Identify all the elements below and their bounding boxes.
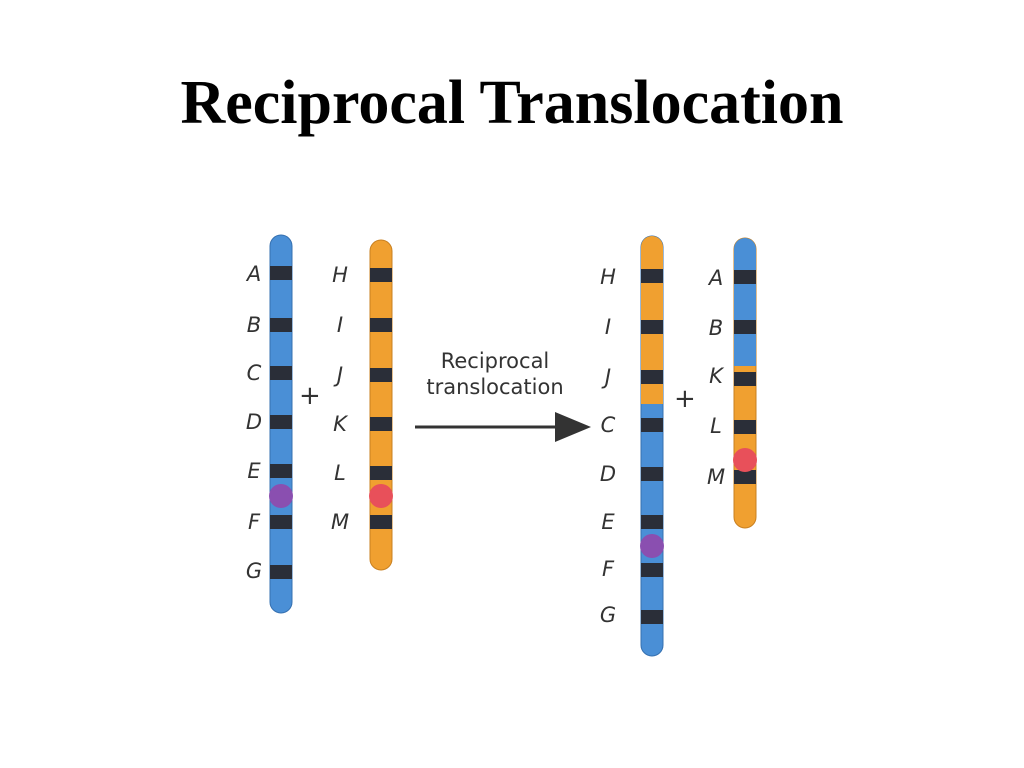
gene-label: H: [600, 265, 616, 289]
band: [270, 515, 292, 529]
gene-label: E: [601, 510, 615, 534]
gene-label: F: [247, 510, 261, 534]
band: [370, 466, 392, 480]
arrow-label-line-1: Reciprocal: [440, 349, 550, 373]
gene-label: L: [710, 414, 722, 438]
gene-label: J: [336, 363, 344, 387]
band: [270, 366, 292, 380]
before-chromosome-2: [369, 239, 393, 571]
band: [734, 470, 756, 484]
band: [270, 565, 292, 579]
gene-label: D: [245, 410, 263, 434]
centromere: [369, 484, 393, 508]
gene-label: L: [334, 461, 346, 485]
plus-sign: +: [674, 384, 696, 414]
arrow-label-line-2: translocation: [426, 375, 564, 399]
slide-title: Reciprocal Translocation: [180, 69, 844, 137]
band: [270, 266, 292, 280]
band: [370, 318, 392, 332]
gene-label: H: [332, 263, 348, 287]
gene-label: F: [601, 557, 615, 581]
band: [270, 464, 292, 478]
band: [370, 417, 392, 431]
gene-label: A: [246, 262, 262, 286]
plus-sign: +: [299, 381, 321, 411]
band: [641, 269, 663, 283]
after-chromosome-2: [733, 237, 757, 529]
band: [734, 270, 756, 284]
centromere: [640, 534, 664, 558]
band: [370, 268, 392, 282]
band: [641, 370, 663, 384]
band: [734, 320, 756, 334]
band: [641, 418, 663, 432]
gene-label: K: [333, 412, 347, 436]
gene-label: C: [600, 413, 616, 437]
gene-label: M: [330, 510, 350, 534]
gene-label: B: [246, 313, 262, 337]
band: [641, 467, 663, 481]
gene-label: G: [245, 559, 263, 583]
band: [641, 563, 663, 577]
gene-label: I: [604, 315, 612, 339]
centromere: [733, 448, 757, 472]
after-chromosome-1: [640, 235, 664, 657]
gene-label: J: [604, 365, 612, 389]
centromere: [269, 484, 293, 508]
arrow-label: Reciprocal translocation: [400, 348, 590, 400]
band: [734, 372, 756, 386]
gene-label: B: [708, 316, 724, 340]
band: [641, 515, 663, 529]
gene-label: K: [709, 364, 723, 388]
band: [270, 318, 292, 332]
gene-label: G: [599, 603, 617, 627]
before-chromosome-1: [269, 234, 293, 614]
band: [370, 515, 392, 529]
gene-label: M: [706, 465, 726, 489]
band: [370, 368, 392, 382]
gene-label: D: [599, 462, 617, 486]
band: [641, 320, 663, 334]
band: [641, 610, 663, 624]
gene-label: I: [336, 313, 344, 337]
gene-label: E: [247, 459, 261, 483]
band: [270, 415, 292, 429]
gene-label: C: [246, 361, 262, 385]
gene-label: A: [708, 266, 724, 290]
band: [734, 420, 756, 434]
